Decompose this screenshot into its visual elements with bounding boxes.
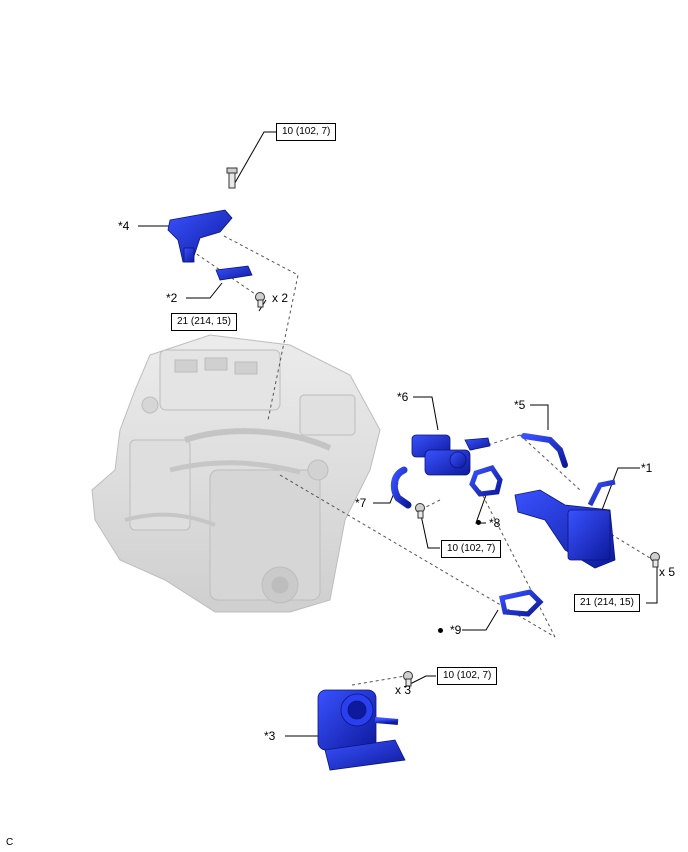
part-7-pipe bbox=[390, 466, 412, 509]
part-1-egr-cooler bbox=[514, 479, 616, 569]
label-part-2: *2 bbox=[166, 291, 178, 305]
label-part-7: *7 bbox=[355, 496, 367, 510]
bullet-part-8 bbox=[476, 520, 481, 525]
part-3-throttle-body bbox=[317, 689, 406, 771]
torque-box-throttle: 10 (102, 7) bbox=[437, 667, 498, 685]
bolt-egr-valve bbox=[415, 503, 425, 519]
torque-box-bolt-top: 10 (102, 7) bbox=[276, 123, 337, 141]
label-part-3: *3 bbox=[264, 729, 276, 743]
part-6-egr-valve bbox=[411, 434, 491, 476]
qty-bracket-bolts: x 2 bbox=[272, 291, 289, 305]
label-part-5: *5 bbox=[514, 398, 526, 412]
label-part-4: *4 bbox=[118, 219, 130, 233]
label-part-1: *1 bbox=[641, 461, 653, 475]
bolt-top bbox=[226, 167, 238, 189]
part-8-gasket bbox=[469, 465, 503, 497]
label-part-9: *9 bbox=[450, 623, 462, 637]
torque-box-egr-valve: 10 (102, 7) bbox=[441, 540, 502, 558]
qty-throttle-bolts: x 3 bbox=[395, 683, 412, 697]
label-part-6: *6 bbox=[397, 390, 409, 404]
label-part-8: *8 bbox=[489, 516, 501, 530]
torque-box-bracket: 21 (214, 15) bbox=[171, 313, 237, 331]
part-5-pipe bbox=[521, 433, 568, 468]
bullet-part-9 bbox=[438, 628, 443, 633]
part-9-gasket bbox=[499, 589, 544, 617]
qty-cooler-bolts: x 5 bbox=[659, 565, 676, 579]
bolt-cooler bbox=[650, 552, 660, 568]
part-4-bracket bbox=[167, 209, 233, 263]
torque-box-cooler: 21 (214, 15) bbox=[574, 594, 640, 612]
figure-code: C bbox=[6, 837, 14, 848]
part-2-stay bbox=[215, 265, 253, 281]
engine-block-ghost bbox=[91, 334, 381, 613]
bolt-throttle bbox=[403, 671, 413, 687]
bolt-bracket bbox=[255, 292, 265, 308]
